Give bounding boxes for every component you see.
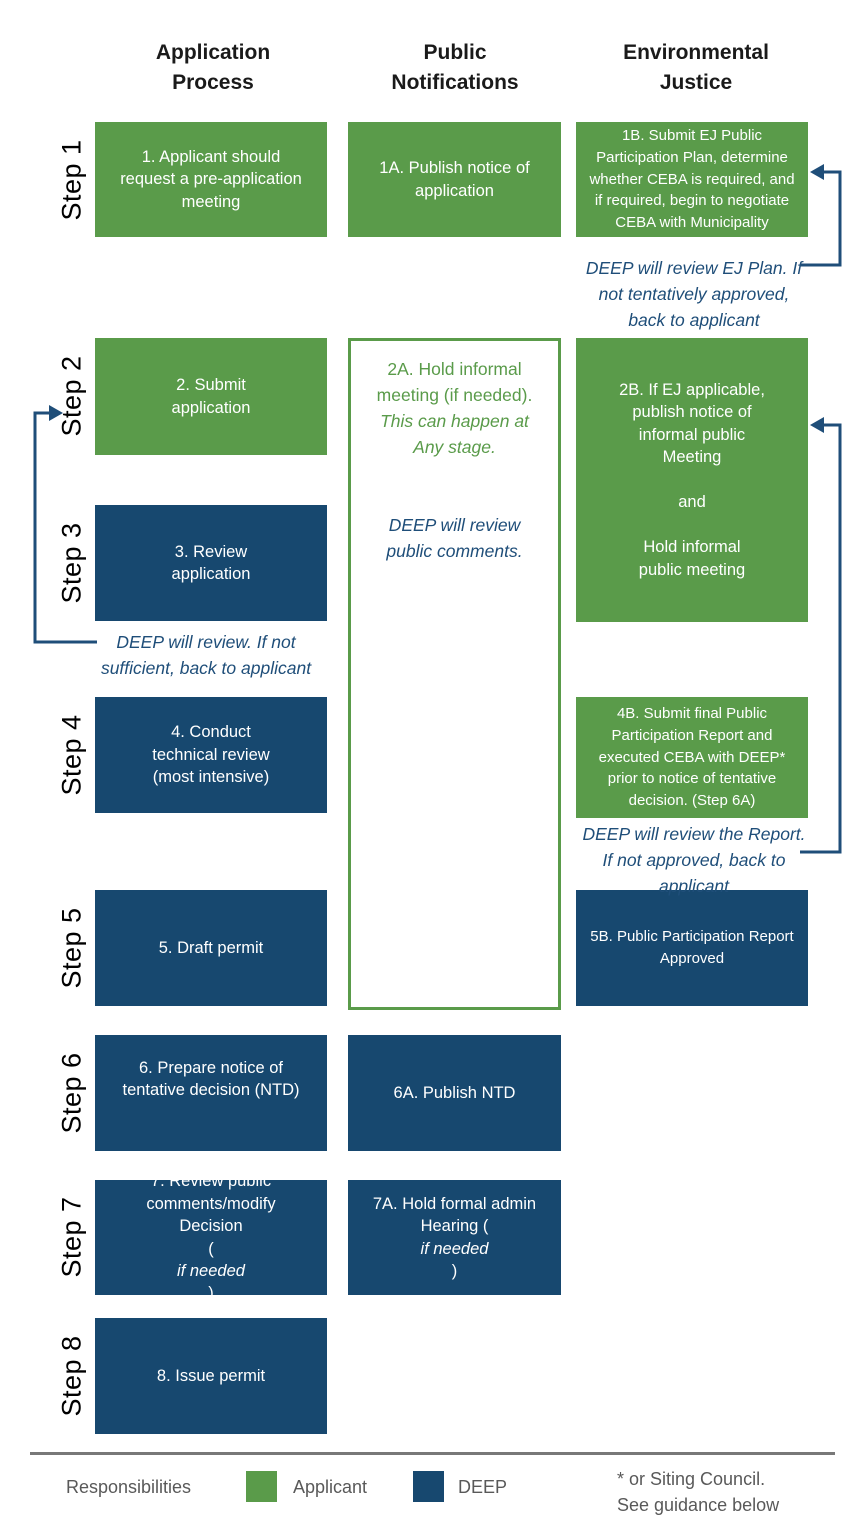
step-label-1: Step 1 — [56, 139, 87, 221]
legend-swatch-deep — [413, 1471, 444, 1502]
legend-swatch-applicant — [246, 1471, 277, 1502]
box-6a-publish-ntd: 6A. Publish NTD — [348, 1035, 561, 1151]
step-label-4: Step 4 — [56, 714, 87, 796]
arrowhead-left-icon — [810, 417, 824, 433]
box-step8-issue-permit: 8. Issue permit — [95, 1318, 327, 1434]
legend-title: Responsibilities — [66, 1477, 192, 1497]
legend-deep-label: DEEP — [458, 1477, 508, 1497]
siting-council-footnote: * or Siting Council.See guidance below — [617, 1469, 780, 1515]
note-deep-review-report: DEEP will review the Report.If not appro… — [582, 824, 806, 896]
step-label-2: Step 2 — [56, 355, 87, 437]
legend-applicant-label: Applicant — [293, 1477, 368, 1497]
arrowhead-left-icon — [810, 164, 824, 180]
legend-divider — [30, 1452, 835, 1455]
step-label-8: Step 8 — [56, 1335, 87, 1417]
step-label-7: Step 7 — [56, 1196, 87, 1278]
step-label-3: Step 3 — [56, 522, 87, 604]
step-label-6: Step 6 — [56, 1052, 87, 1134]
box-step5-draft-permit: 5. Draft permit — [95, 890, 327, 1006]
step-label-5: Step 5 — [56, 907, 87, 989]
